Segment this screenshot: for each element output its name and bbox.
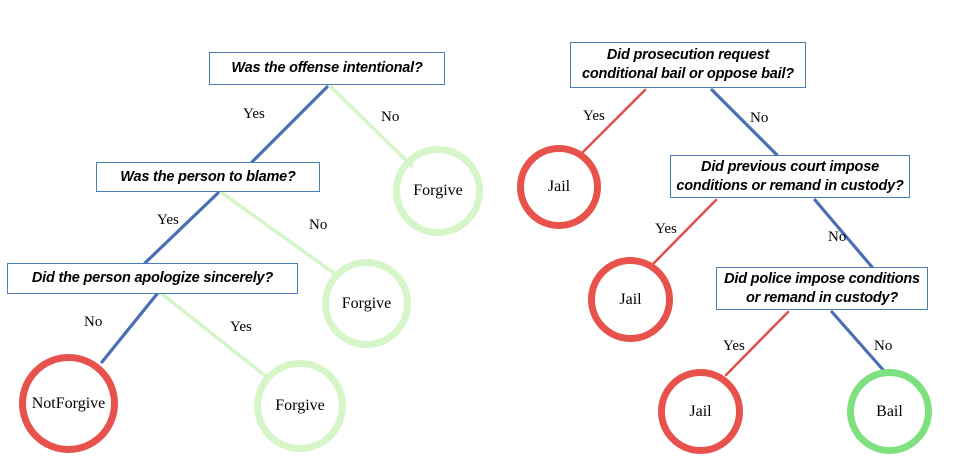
node-text-line: Bail [876,402,903,420]
node-text-line: or remand in custody? [745,289,899,306]
question-node: Did previous court impose conditions or r… [670,155,910,198]
tree-edge [329,85,414,168]
outcome-node: Jail [588,257,673,342]
outcome-node: Jail [658,369,743,454]
question-node: Did prosecution request conditional bail … [570,42,806,88]
tree-edge [652,198,718,265]
edge-label-yes: Yes [230,319,252,335]
node-text-line: Jail [619,290,642,308]
question-node: Did the person apologize sincerely? [7,263,298,294]
question-node: Did police impose conditions or remand in… [716,267,928,310]
tree-edge [710,88,779,157]
outcome-node: Forgive [393,146,483,236]
edge-label-yes: Yes [583,108,605,124]
edge-label-yes: Yes [655,221,677,237]
tree-edge [724,310,790,377]
node-text-line: Was the offense intentional? [231,60,423,77]
edge-label-no: No [381,109,400,125]
tree-edge [143,191,220,265]
outcome-node: Forgive [254,360,346,452]
outcome-node: Forgive [322,259,411,348]
outcome-node: NotForgive [19,354,118,453]
outcome-node: Bail [847,369,932,454]
question-node: Was the offense intentional? [209,52,445,85]
tree-edge [250,85,329,164]
tree-edge [581,88,647,154]
node-text-line: Jail [547,178,571,196]
edge-label-no: No [750,110,769,126]
edge-label-no: No [84,314,103,330]
tree-edge [813,198,874,269]
node-text-line: Did the person apologize sincerely? [31,270,274,287]
node-text-line: Not [31,394,56,412]
node-text-line: Did prosecution request [606,47,770,64]
edge-label-no: No [309,217,328,233]
outcome-node: Jail [517,145,601,229]
node-text-line: Did previous court impose [701,158,879,175]
tree-edge [830,310,887,374]
node-text-line: Forgive [341,294,392,312]
tree-edge [220,191,340,278]
node-text-line: conditions or remand in custody? [676,177,904,194]
question-node: Was the person to blame? [96,162,320,192]
node-text-line: Was the person to blame? [120,168,296,185]
edge-label-no: No [828,229,847,245]
edge-label-no: No [874,338,893,354]
node-text-line: conditional bail or oppose bail? [582,66,794,82]
node-text-line: Jail [689,402,712,420]
node-text-line: Forgive [275,397,325,415]
tree-edge [100,292,159,364]
edge-label-yes: Yes [243,106,265,122]
edge-label-yes: Yes [157,212,179,228]
node-text-line: Forgive [413,182,463,200]
tree-edge [160,292,270,380]
node-text-line: Did police impose conditions [724,270,920,287]
edge-label-yes: Yes [723,338,745,354]
node-text-line: Forgive [55,394,106,412]
